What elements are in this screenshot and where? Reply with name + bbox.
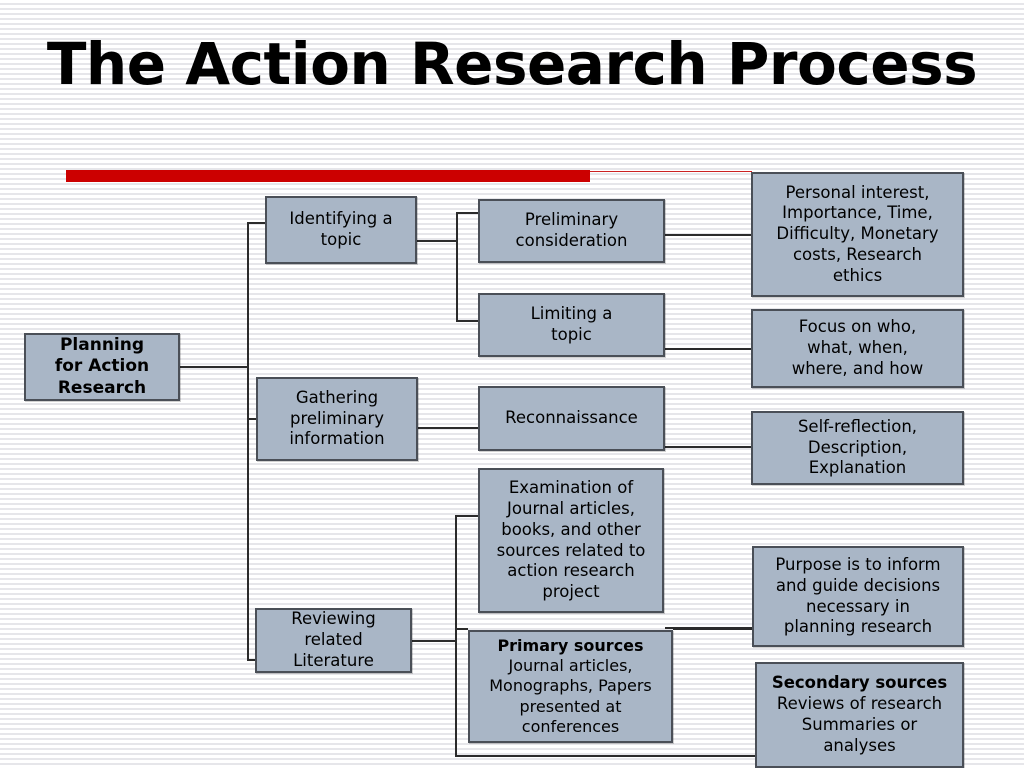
connector-reconnaissance-to-self-reflection bbox=[665, 446, 752, 448]
node-line: Preliminary bbox=[524, 210, 619, 230]
node-line: Literature bbox=[293, 650, 374, 670]
node-reviewing-related-literature[interactable]: Reviewing related Literature bbox=[255, 608, 412, 673]
node-line: analyses bbox=[823, 735, 896, 755]
node-reconnaissance[interactable]: Reconnaissance bbox=[478, 386, 665, 451]
connector-reviewing-out bbox=[411, 640, 456, 642]
node-line: related bbox=[304, 630, 363, 650]
node-line: consideration bbox=[515, 231, 628, 250]
node-heading: Primary sources bbox=[497, 636, 644, 656]
node-line: Monographs, Papers bbox=[489, 676, 652, 696]
node-line: Reviewing bbox=[291, 609, 376, 629]
node-line: information bbox=[289, 429, 385, 449]
node-line: costs, Research bbox=[792, 244, 922, 264]
node-line: action research bbox=[507, 561, 635, 581]
node-line: topic bbox=[551, 325, 592, 344]
node-line: where, and how bbox=[791, 358, 924, 378]
node-line: Description, bbox=[807, 437, 908, 457]
node-line: topic bbox=[320, 230, 362, 249]
node-line: Identifying a bbox=[289, 209, 393, 229]
node-line: what, when, bbox=[807, 338, 908, 358]
node-line: necessary in bbox=[806, 596, 910, 616]
node-line: planning research bbox=[783, 617, 933, 637]
connector-to-preliminary-consideration bbox=[456, 212, 478, 214]
node-line: Summaries or bbox=[801, 715, 918, 734]
accent-bar bbox=[66, 170, 590, 182]
node-secondary-sources[interactable]: Secondary sources Reviews of research Su… bbox=[755, 662, 964, 768]
connector-preliminary-to-personal-interest bbox=[665, 234, 752, 236]
connector-primary-sources-right-stub bbox=[673, 628, 755, 630]
node-personal-interest-detail[interactable]: Personal interest, Importance, Time, Dif… bbox=[751, 172, 964, 297]
node-line: Reviews of research bbox=[776, 694, 943, 714]
node-line: and guide decisions bbox=[775, 575, 941, 595]
node-line: Focus on who, bbox=[798, 317, 917, 337]
node-line: Planning bbox=[59, 334, 145, 355]
node-line: sources related to bbox=[496, 540, 646, 560]
connector-trunk-to-reviewing bbox=[247, 659, 256, 661]
node-line: Reconnaissance bbox=[505, 408, 638, 428]
node-line: books, and other bbox=[501, 519, 641, 539]
node-purpose-detail[interactable]: Purpose is to inform and guide decisions… bbox=[752, 546, 964, 647]
node-heading: Secondary sources bbox=[771, 673, 948, 693]
accent-bar-extension bbox=[590, 171, 752, 172]
node-line: ethics bbox=[832, 265, 883, 285]
node-line: Examination of bbox=[508, 478, 634, 498]
node-line: presented at bbox=[519, 696, 622, 716]
node-identifying-a-topic[interactable]: Identifying a topic bbox=[265, 196, 417, 264]
node-planning-for-action-research[interactable]: Planning for Action Research bbox=[24, 333, 180, 401]
node-line: preliminary bbox=[290, 408, 384, 428]
connector-reviewing-branch bbox=[455, 515, 457, 755]
connector-trunk-to-gathering bbox=[247, 418, 256, 420]
node-line: Self-reflection, bbox=[797, 416, 918, 436]
node-line: Purpose is to inform bbox=[775, 554, 941, 574]
node-line: Personal interest, bbox=[785, 182, 930, 202]
connector-root-to-trunk bbox=[180, 366, 248, 368]
node-focus-detail[interactable]: Focus on who, what, when, where, and how bbox=[751, 309, 964, 388]
node-line: Journal articles, bbox=[507, 498, 635, 518]
node-gathering-preliminary-information[interactable]: Gathering preliminary information bbox=[256, 377, 418, 461]
node-line: Importance, Time, bbox=[782, 203, 933, 223]
connector-gathering-to-reconnaissance bbox=[417, 427, 478, 429]
node-primary-sources[interactable]: Primary sources Journal articles, Monogr… bbox=[468, 630, 673, 743]
connector-limiting-to-focus bbox=[665, 348, 752, 350]
connector-to-examination bbox=[455, 515, 478, 517]
node-line: conferences bbox=[521, 716, 620, 736]
node-preliminary-consideration[interactable]: Preliminary consideration bbox=[478, 199, 665, 263]
connector-to-primary-sources bbox=[455, 628, 468, 630]
node-line: Difficulty, Monetary bbox=[776, 224, 939, 244]
page-title: The Action Research Process bbox=[46, 30, 978, 98]
connector-to-limiting-topic bbox=[456, 320, 478, 322]
node-line: Explanation bbox=[808, 458, 907, 478]
node-line: for Action bbox=[54, 356, 150, 377]
node-self-reflection-detail[interactable]: Self-reflection, Description, Explanatio… bbox=[751, 411, 964, 485]
node-line: Journal articles, bbox=[508, 656, 633, 676]
connector-identifying-branch bbox=[456, 212, 458, 320]
node-line: Limiting a bbox=[530, 304, 613, 324]
connector-primary-to-secondary bbox=[455, 755, 755, 757]
node-examination-of-sources[interactable]: Examination of Journal articles, books, … bbox=[478, 468, 664, 613]
connector-trunk-to-identifying bbox=[247, 222, 266, 224]
node-line: Research bbox=[57, 377, 147, 398]
node-line: project bbox=[542, 582, 600, 602]
node-line: Gathering bbox=[295, 387, 379, 407]
connector-trunk-level1 bbox=[247, 222, 249, 659]
node-limiting-a-topic[interactable]: Limiting a topic bbox=[478, 293, 665, 357]
connector-identifying-out bbox=[417, 240, 457, 242]
